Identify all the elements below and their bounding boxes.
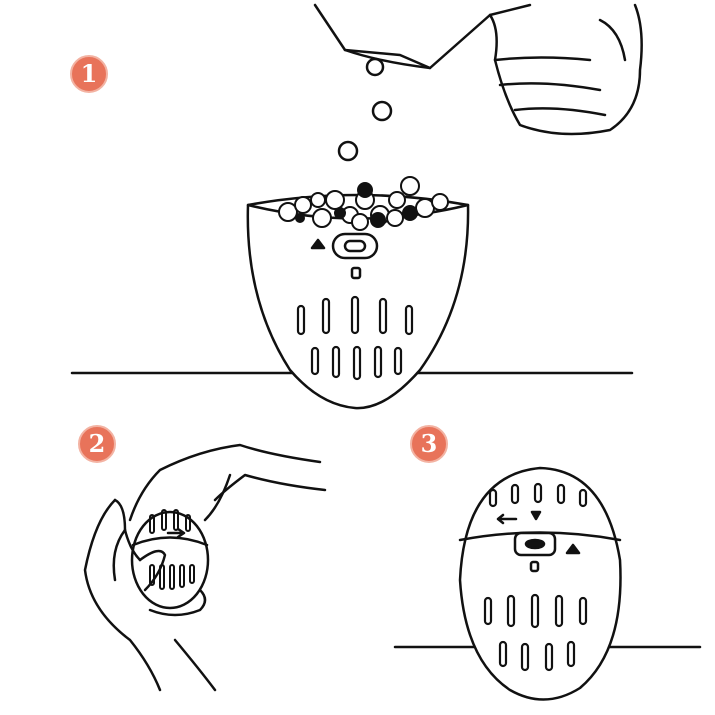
step1-hand-pouring bbox=[313, 3, 643, 136]
step3-closed-egg bbox=[458, 466, 622, 701]
step1-egg-half bbox=[246, 176, 470, 410]
step-2-badge: 2 bbox=[78, 425, 116, 463]
step-3-badge: 3 bbox=[410, 425, 448, 463]
step2-hands-closing-egg bbox=[83, 443, 327, 692]
step-1-badge: 1 bbox=[70, 55, 108, 93]
falling-beads bbox=[337, 57, 393, 162]
